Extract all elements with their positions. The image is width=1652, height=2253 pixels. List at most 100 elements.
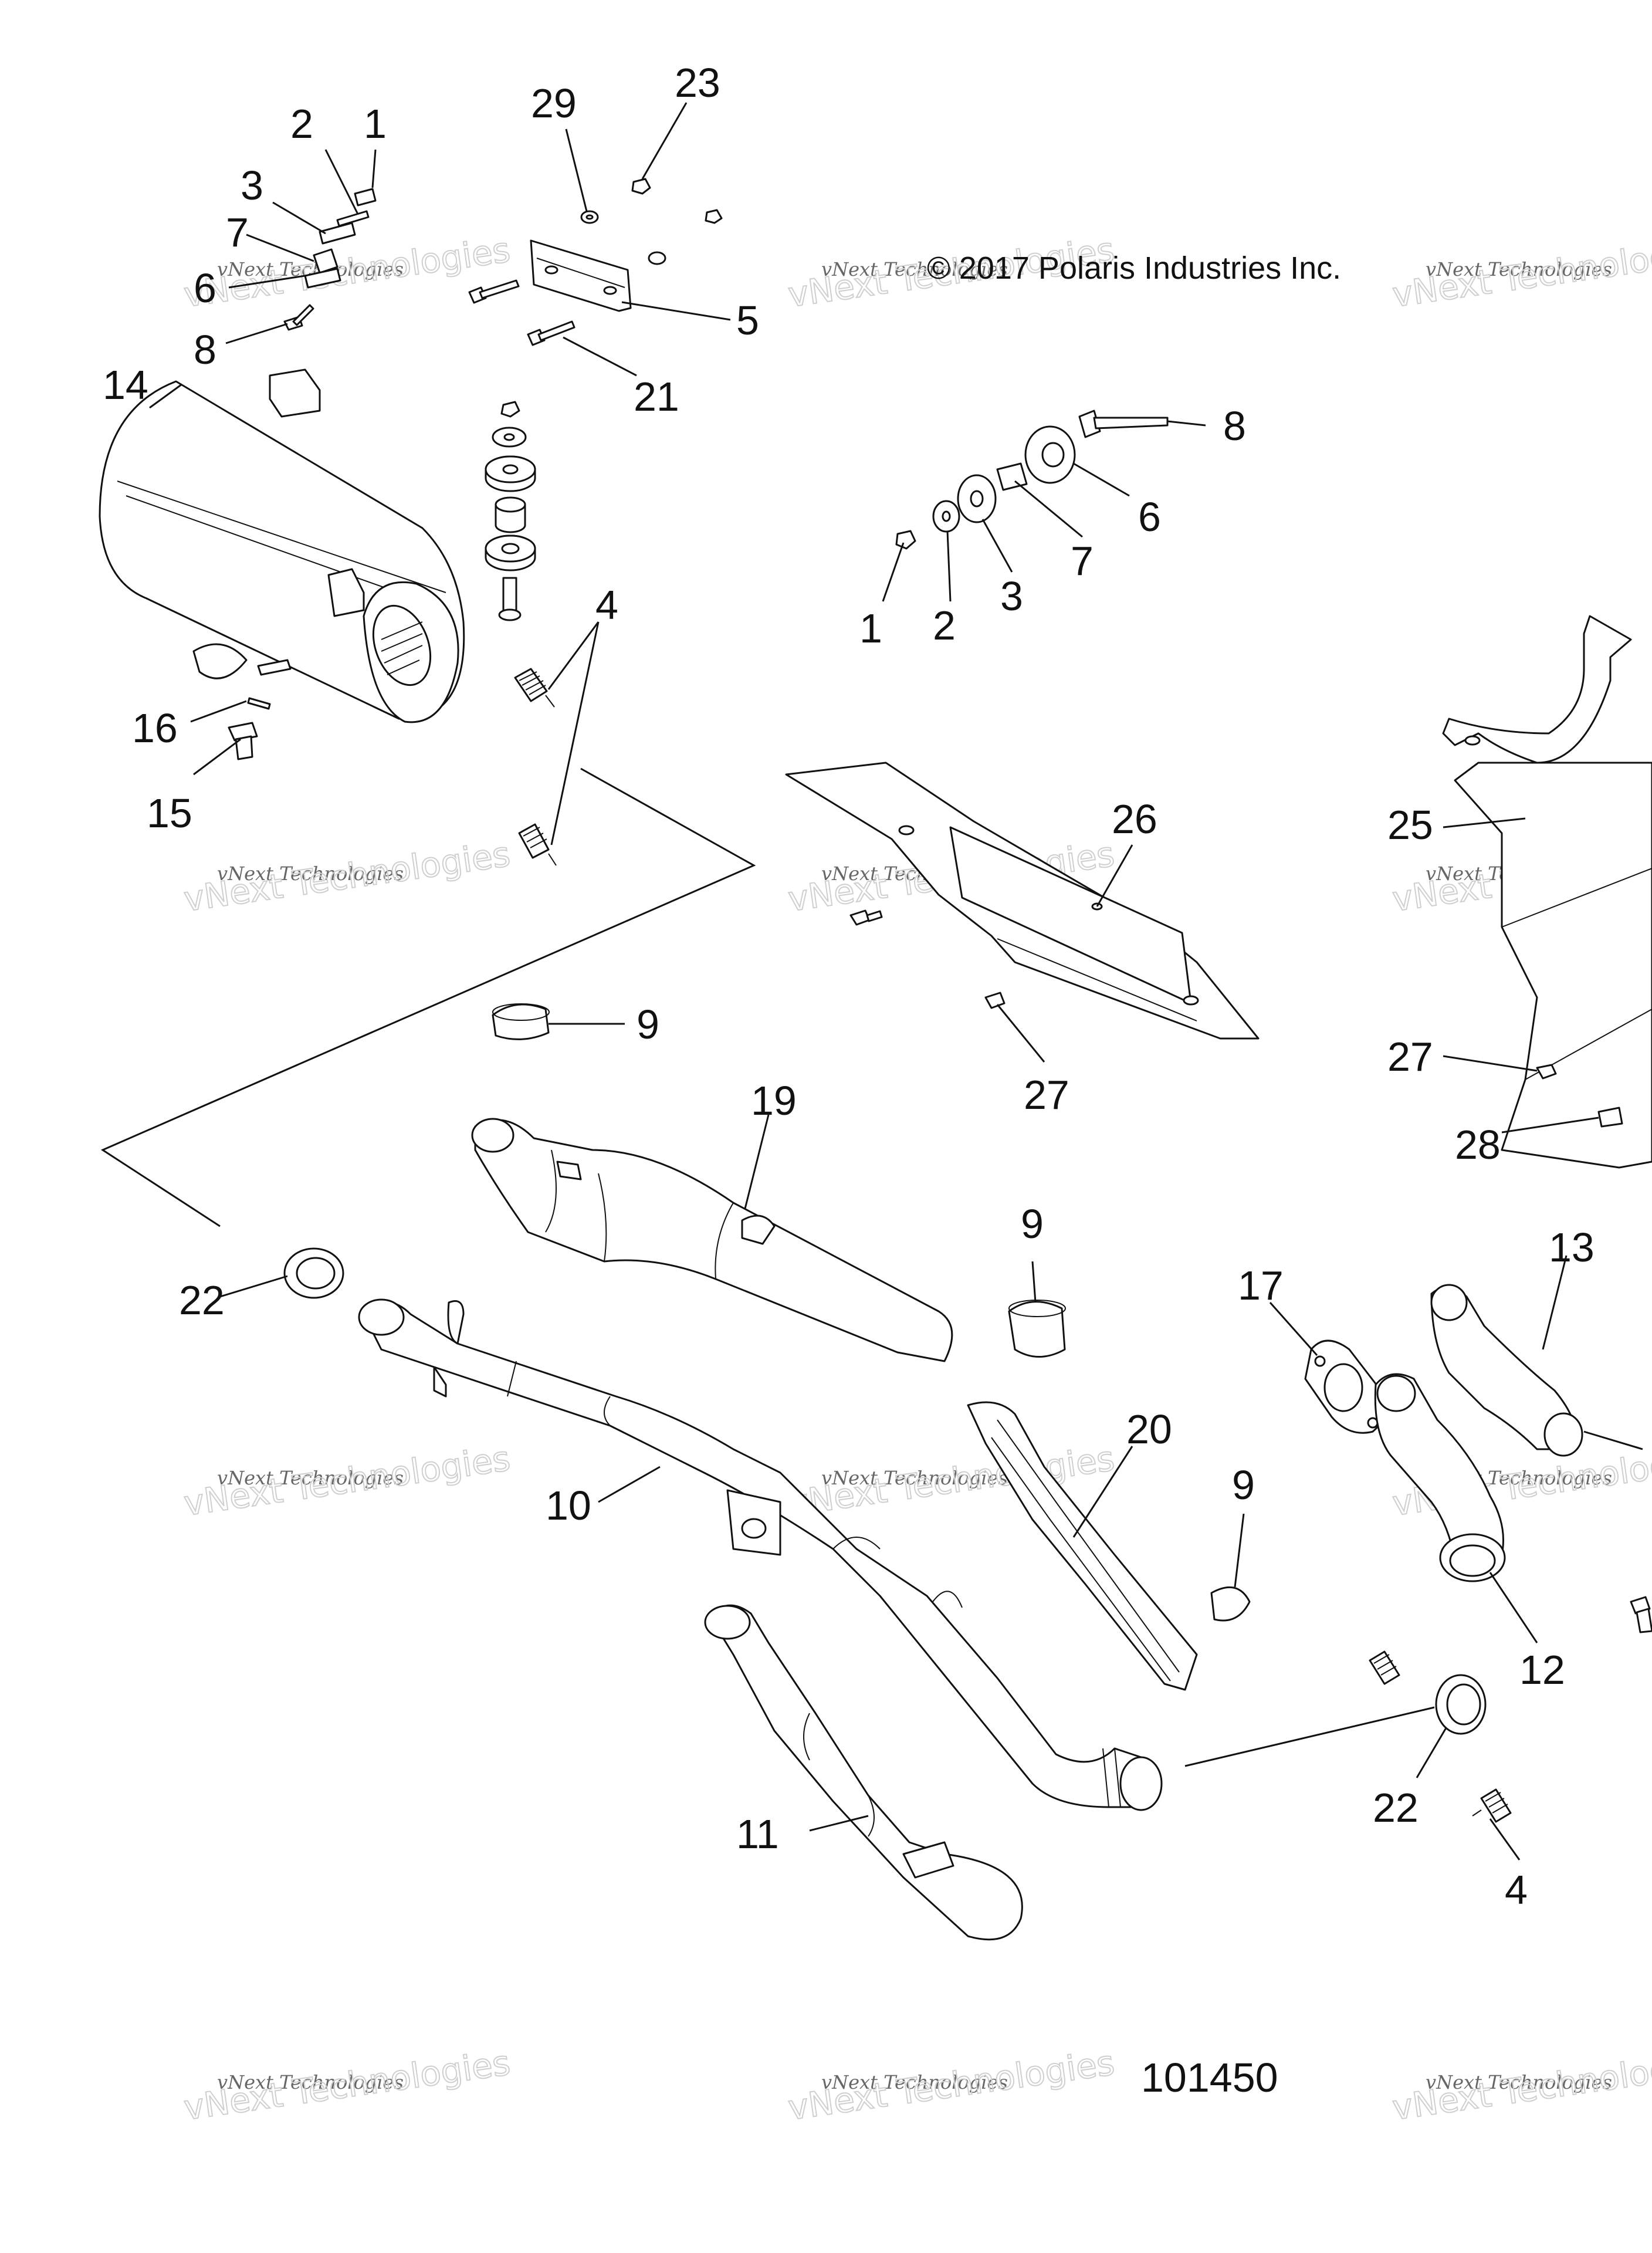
part-muffler-14 [99,368,465,723]
part-sleeve-7a [313,248,338,274]
part-pipe-13 [1430,1284,1583,1457]
part-nut-1b [895,530,916,550]
part-washer-bracket [648,251,666,265]
part-clamp-9c [1210,1586,1251,1622]
part-screw-27b [1536,1064,1557,1080]
part-grommet-6b [1024,425,1076,484]
callouts: 1 2 3 7 6 8 29 23 5 21 14 4 16 15 8 6 7 … [103,60,1595,1913]
callout-9: 9 [1021,1201,1044,1247]
leader-lines [149,102,1643,1860]
callout-13: 13 [1549,1224,1595,1270]
part-pipe-20 [967,1401,1198,1691]
part-bolt-right [1630,1596,1652,1633]
watermark-text: vNext Technologies [217,862,404,885]
callout-7: 7 [226,209,249,255]
part-grommet-6a [304,268,341,289]
watermark-text: vNext Technologies [217,2071,404,2093]
part-heatshield-25 [1442,615,1652,1169]
part-bushing-3a [319,222,356,245]
part-bolt-21 [527,320,576,346]
part-bolt-15 [228,722,258,760]
part-bolt-8a [283,304,314,331]
callout-19: 19 [751,1078,797,1124]
callout-2: 2 [290,101,313,147]
callout-6: 6 [1138,494,1161,540]
watermark-text: vNext Technologies [1390,2042,1652,2127]
part-clamp-9a [492,1003,550,1040]
callout-8: 8 [1223,403,1246,449]
part-spring-4a [514,668,555,708]
copyright-text: © 2017 Polaris Industries Inc. [927,251,1341,286]
callout-5: 5 [736,297,759,343]
watermark-text: vNext Technologies [1390,229,1652,314]
diagram-number: 101450 [1141,2055,1278,2100]
part-gasket-22a [283,1247,344,1299]
callout-14: 14 [103,362,148,408]
watermark-text: vNext Technologies [1426,2071,1612,2093]
callout-3: 3 [241,163,263,208]
callout-27: 27 [1024,1072,1069,1118]
part-clip-16 [247,697,271,710]
watermarks: vNext Technologies vNext Technologies vNe… [181,229,1652,2128]
part-sleeve-7b [996,462,1028,491]
part-pipe-12 [1374,1373,1506,1582]
part-bushing-3b [957,474,997,523]
part-clamp-9b [1008,1300,1066,1358]
callout-25: 25 [1387,802,1433,848]
callout-21: 21 [634,374,679,420]
callout-10: 10 [546,1483,591,1528]
part-gasket-22b [1435,1674,1487,1735]
callout-1: 1 [859,605,882,651]
callout-11: 11 [736,1811,779,1857]
part-washer-2b [932,500,960,533]
callout-27: 27 [1387,1034,1433,1080]
callout-7: 7 [1071,538,1094,584]
part-heatshield-26 [785,762,1260,1040]
watermark-text: vNext Technologies [1426,258,1612,280]
callout-3: 3 [1000,573,1023,619]
callout-28: 28 [1455,1122,1501,1168]
part-bolt-8b [1078,410,1169,438]
callout-1: 1 [364,101,387,147]
part-screw-27a [984,992,1006,1009]
watermark-text: vNext Technologies [821,1467,1008,1489]
callout-6: 6 [194,265,216,311]
watermark-text: vNext Technologies [217,1467,404,1489]
callout-8: 8 [194,327,216,373]
part-pipe-11 [704,1604,1023,1941]
part-nut-bracket [705,209,723,224]
callout-22: 22 [179,1277,225,1323]
part-bolt-bracket-a [468,279,520,304]
callout-9: 9 [637,1002,659,1047]
watermark-text: vNext Technologies [821,2071,1008,2093]
part-mount-stack [485,401,536,621]
callout-4: 4 [595,582,618,628]
callout-20: 20 [1126,1406,1172,1452]
callout-16: 16 [132,705,178,751]
part-headpipe-10 [358,1298,1163,1811]
callout-22: 22 [1373,1785,1419,1831]
callout-2: 2 [933,603,956,648]
callout-12: 12 [1519,1647,1565,1693]
part-clip-28 [1597,1107,1623,1128]
part-nut-1a [354,188,377,207]
part-bracket-5 [530,239,632,312]
watermark-text: vNext Technologies [821,258,1008,280]
part-spring-4d [1472,1788,1512,1823]
callout-9: 9 [1232,1462,1255,1508]
watermark-text: vNext Technologies [181,2042,512,2127]
part-washer-29 [580,210,599,224]
watermark-text: vNext Technologies [786,2042,1116,2127]
watermark-text: vNext Technologies [181,1438,512,1523]
watermark-text: vNext Technologies [181,834,512,919]
callout-15: 15 [147,790,192,836]
callout-4: 4 [1505,1867,1528,1913]
part-screw-26a [849,909,883,926]
part-spring-4b [518,823,557,866]
group-outline [100,767,756,1227]
part-pipe-19 [471,1118,953,1362]
part-spring-4c [1369,1650,1400,1685]
callout-29: 29 [531,80,577,126]
callout-26: 26 [1112,796,1157,842]
